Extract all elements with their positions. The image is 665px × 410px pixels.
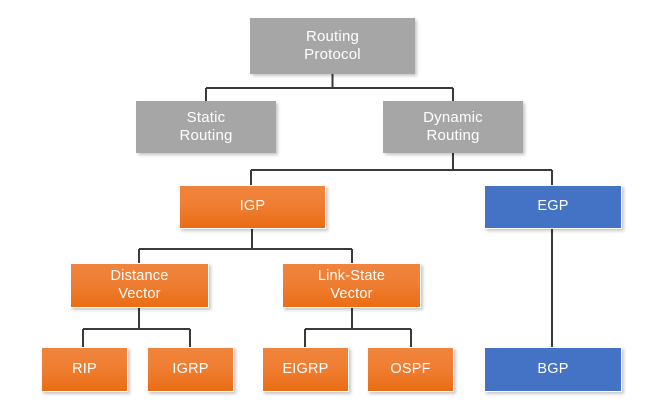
node-label-egp: EGP bbox=[537, 198, 569, 215]
node-rip[interactable]: RIP bbox=[41, 347, 128, 392]
node-label-dynamic-routing: Dynamic Routing bbox=[423, 109, 483, 144]
node-label-distance-vector: Distance Vector bbox=[110, 268, 169, 302]
node-label-igp: IGP bbox=[239, 198, 266, 215]
edge-routing-protocol-static-routing bbox=[205, 74, 454, 101]
node-ospf[interactable]: OSPF bbox=[367, 347, 454, 392]
node-static-routing[interactable]: Static Routing bbox=[136, 101, 276, 153]
node-label-igrp: IGRP bbox=[172, 360, 209, 377]
node-label-eigrp: EIGRP bbox=[282, 360, 329, 377]
node-routing-protocol[interactable]: Routing Protocol bbox=[250, 18, 415, 74]
node-label-link-state-vector: Link-State Vector bbox=[317, 268, 386, 302]
node-label-bgp: BGP bbox=[537, 360, 569, 377]
node-label-static-routing: Static Routing bbox=[179, 109, 233, 144]
edge-dynamic-routing-igp bbox=[250, 153, 552, 185]
edge-distance-vector-rip bbox=[82, 308, 190, 347]
node-igrp[interactable]: IGRP bbox=[147, 347, 234, 392]
edge-igp-distance-vector bbox=[138, 229, 352, 263]
node-igp[interactable]: IGP bbox=[179, 185, 326, 229]
edge-link-state-vector-eigrp bbox=[304, 308, 411, 347]
node-label-rip: RIP bbox=[72, 360, 97, 377]
node-dynamic-routing[interactable]: Dynamic Routing bbox=[383, 101, 523, 153]
node-eigrp[interactable]: EIGRP bbox=[262, 347, 349, 392]
node-distance-vector[interactable]: Distance Vector bbox=[70, 263, 209, 308]
node-label-routing-protocol: Routing Protocol bbox=[304, 28, 361, 63]
node-link-state-vector[interactable]: Link-State Vector bbox=[282, 263, 421, 308]
node-label-ospf: OSPF bbox=[390, 360, 431, 377]
node-egp[interactable]: EGP bbox=[484, 185, 622, 229]
node-bgp[interactable]: BGP bbox=[484, 347, 622, 392]
